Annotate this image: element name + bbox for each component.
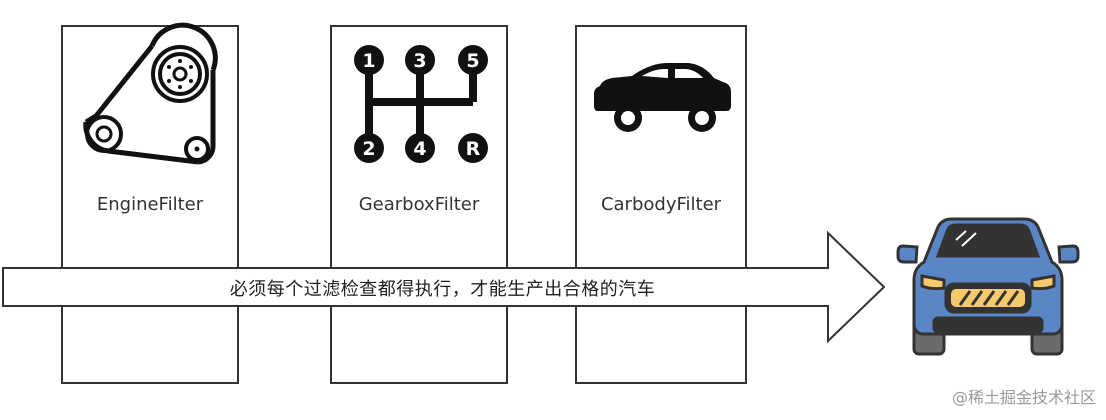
gear-label: 2 bbox=[362, 138, 375, 160]
gear-label: R bbox=[466, 138, 481, 160]
car-body-icon bbox=[594, 63, 731, 132]
gear-knob bbox=[405, 45, 435, 75]
gear-label: 4 bbox=[413, 138, 426, 160]
engine-filter-box bbox=[61, 25, 239, 384]
process-arrow bbox=[2, 230, 886, 344]
arrow-caption: 必须每个过滤检查都得执行，才能生产出合格的汽车 bbox=[229, 279, 656, 300]
engine-belt-icon bbox=[83, 22, 218, 165]
gear-knob bbox=[458, 133, 488, 163]
gear-label: 5 bbox=[466, 50, 479, 72]
engine-filter-label: EngineFilter bbox=[96, 194, 204, 215]
gear-label: 3 bbox=[413, 50, 426, 72]
gear-knob bbox=[354, 45, 384, 75]
gear-knob bbox=[458, 45, 488, 75]
car-front-icon bbox=[896, 217, 1080, 356]
carbody-filter-label: CarbodyFilter bbox=[600, 194, 722, 215]
gearbox-filter-label: GearboxFilter bbox=[358, 194, 480, 215]
gear-shift-icon: 1 3 5 2 4 R bbox=[354, 45, 488, 163]
gear-knob bbox=[405, 133, 435, 163]
gear-knob bbox=[354, 133, 384, 163]
gear-label: 1 bbox=[362, 50, 375, 72]
watermark: @稀土掘金技术社区 bbox=[951, 388, 1096, 407]
